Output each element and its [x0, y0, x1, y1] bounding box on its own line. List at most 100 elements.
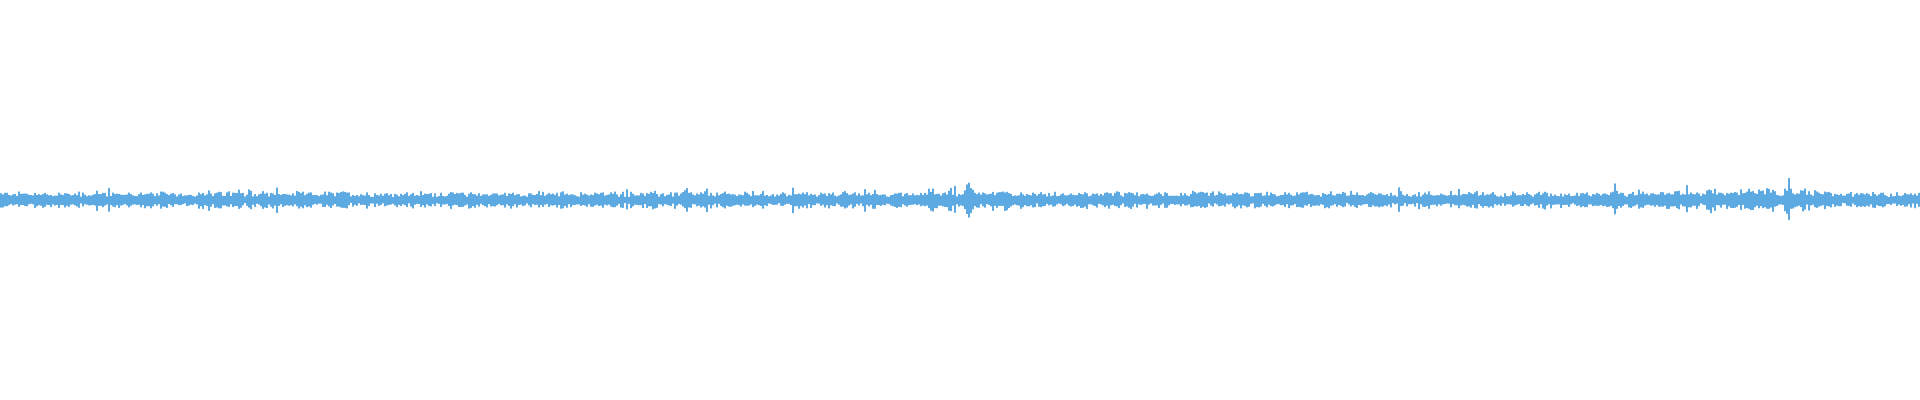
waveform-sample: [1418, 192, 1420, 210]
waveform-sample: [1888, 197, 1890, 204]
waveform-sample: [196, 195, 198, 205]
waveform-sample: [90, 195, 92, 206]
waveform-sample: [406, 192, 408, 207]
waveform-sample: [1026, 194, 1028, 207]
waveform-sample: [808, 195, 810, 205]
waveform-sample: [1218, 191, 1220, 207]
waveform-sample: [1258, 193, 1260, 208]
waveform-sample: [1878, 194, 1880, 206]
waveform-sample: [306, 193, 308, 208]
waveform-sample: [346, 192, 348, 209]
waveform-sample: [710, 192, 712, 209]
waveform-sample: [210, 193, 212, 207]
waveform-sample: [1284, 192, 1286, 207]
waveform-sample: [696, 193, 698, 207]
waveform-sample: [1722, 193, 1724, 205]
waveform-sample: [1100, 194, 1102, 205]
waveform-sample: [1910, 193, 1912, 208]
waveform-sample: [1450, 191, 1452, 208]
waveform-sample: [1474, 192, 1476, 209]
waveform-sample: [444, 196, 446, 205]
waveform-sample: [1224, 193, 1226, 207]
waveform-sample: [356, 195, 358, 206]
waveform-sample: [896, 193, 898, 208]
waveform-sample: [1538, 191, 1540, 208]
waveform-sample: [1294, 195, 1296, 204]
waveform-sample: [758, 195, 760, 206]
waveform-sample: [1662, 192, 1664, 207]
waveform-sample: [920, 192, 922, 207]
waveform-sample: [202, 193, 204, 209]
waveform-sample: [490, 194, 492, 207]
waveform-sample: [720, 194, 722, 206]
waveform-sample: [238, 189, 240, 209]
waveform-sample: [84, 194, 86, 205]
waveform-sample: [116, 193, 118, 206]
waveform-sample: [1162, 196, 1164, 204]
waveform-sample: [160, 191, 162, 209]
waveform-sample: [286, 194, 288, 206]
waveform-sample: [26, 193, 28, 207]
waveform-sample: [368, 195, 370, 206]
waveform-sample: [612, 193, 614, 208]
waveform-sample: [1280, 195, 1282, 206]
waveform-sample: [34, 192, 36, 208]
waveform-sample: [904, 193, 906, 206]
waveform-sample: [252, 196, 254, 205]
waveform-sample: [1190, 194, 1192, 208]
waveform-sample: [1428, 191, 1430, 209]
waveform-sample: [420, 191, 422, 207]
waveform-sample: [546, 194, 548, 204]
waveform-sample: [674, 192, 676, 209]
waveform-sample: [1864, 194, 1866, 207]
waveform-sample: [1194, 192, 1196, 207]
waveform-sample: [866, 194, 868, 205]
waveform-sample: [1254, 193, 1256, 209]
waveform-sample: [976, 194, 978, 208]
waveform-sample: [962, 194, 964, 207]
waveform-sample: [1038, 194, 1040, 207]
waveform-sample: [1054, 191, 1056, 207]
waveform-sample: [698, 194, 700, 206]
waveform-sample: [770, 195, 772, 204]
waveform-sample: [1272, 194, 1274, 207]
waveform-sample: [310, 192, 312, 208]
waveform-sample: [396, 194, 398, 208]
waveform-sample: [1104, 192, 1106, 208]
waveform-sample: [1852, 196, 1854, 204]
waveform-sample: [60, 194, 62, 205]
waveform-sample: [678, 195, 680, 204]
waveform-sample: [1118, 191, 1120, 209]
waveform-sample: [1200, 191, 1202, 208]
waveform-sample: [1716, 194, 1718, 205]
waveform-sample: [362, 195, 364, 205]
waveform-sample: [1712, 193, 1714, 208]
waveform-sample: [1024, 195, 1026, 206]
waveform-sample: [1748, 188, 1750, 209]
waveform-sample: [172, 193, 174, 207]
waveform-sample: [1030, 195, 1032, 206]
waveform-sample: [790, 195, 792, 205]
waveform-sample: [1210, 192, 1212, 206]
waveform-sample: [1404, 195, 1406, 204]
waveform-sample: [290, 195, 292, 206]
waveform-sample: [682, 192, 684, 207]
waveform-sample: [454, 194, 456, 205]
waveform-sample: [594, 192, 596, 206]
waveform-sample: [1750, 191, 1752, 210]
waveform-sample: [1514, 193, 1516, 206]
waveform-sample: [554, 194, 556, 205]
waveform-sample: [1036, 195, 1038, 204]
waveform-sample: [1366, 194, 1368, 204]
waveform-sample: [10, 195, 12, 204]
waveform-sample: [338, 193, 340, 207]
waveform-sample: [1784, 188, 1786, 212]
waveform-sample: [972, 189, 974, 210]
waveform-sample: [198, 192, 200, 209]
waveform-sample: [1154, 194, 1156, 206]
waveform-sample: [410, 194, 412, 207]
waveform-sample: [1196, 193, 1198, 207]
waveform-sample: [1670, 194, 1672, 207]
waveform-sample: [1156, 193, 1158, 206]
waveform-sample: [1360, 195, 1362, 206]
